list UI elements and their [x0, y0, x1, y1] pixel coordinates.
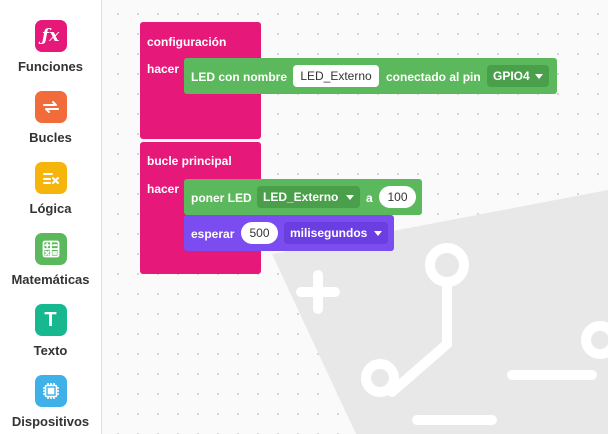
wait-prefix: esperar [191, 227, 235, 241]
loop-icon [34, 91, 67, 123]
wait-amount-input[interactable]: 500 [241, 222, 278, 244]
calculator-icon [34, 233, 67, 265]
function-icon: ƒx [34, 20, 67, 52]
time-unit-dropdown[interactable]: milisegundos [284, 222, 388, 244]
pin-dropdown[interactable]: GPIO4 [487, 65, 549, 87]
led-declare-prefix: LED con nombre [191, 70, 288, 84]
led-select-value: LED_Externo [263, 190, 339, 204]
block-workspace[interactable]: configuración hacer LED con nombre LED_E… [102, 0, 608, 434]
led-name-field[interactable]: LED_Externo [293, 65, 379, 87]
chevron-down-icon [374, 231, 382, 236]
category-label: Lógica [29, 201, 72, 216]
category-matematicas[interactable]: Matemáticas [0, 233, 101, 287]
category-label: Texto [33, 343, 68, 358]
category-label: Funciones [17, 59, 83, 74]
setup-do-label: hacer [147, 62, 180, 76]
loop-do-label: hacer [147, 182, 180, 196]
chevron-down-icon [535, 74, 543, 79]
chevron-down-icon [346, 195, 354, 200]
setup-block-title: configuración [147, 35, 227, 49]
pin-dropdown-value: GPIO4 [493, 69, 530, 83]
set-led-prefix: poner LED [191, 191, 252, 205]
led-declare-middle: conectado al pin [386, 70, 481, 84]
led-level-input[interactable]: 100 [379, 186, 416, 208]
category-dispositivos[interactable]: Dispositivos [0, 375, 101, 429]
category-sidebar: ƒx Funciones Bucles Lógica Matemáticas T… [0, 0, 102, 434]
category-texto[interactable]: T Texto [0, 304, 101, 358]
loop-block-title: bucle principal [147, 154, 232, 168]
category-label: Bucles [29, 130, 72, 145]
circuit-watermark-icon [272, 190, 608, 434]
time-unit-value: milisegundos [290, 226, 368, 240]
device-icon [34, 375, 67, 407]
category-label: Dispositivos [11, 414, 90, 429]
set-led-middle: a [366, 191, 373, 205]
category-bucles[interactable]: Bucles [0, 91, 101, 145]
logic-icon [34, 162, 67, 194]
category-label: Matemáticas [11, 272, 90, 287]
category-logica[interactable]: Lógica [0, 162, 101, 216]
category-funciones[interactable]: ƒx Funciones [0, 20, 101, 74]
text-icon: T [34, 304, 67, 336]
led-select-dropdown[interactable]: LED_Externo [257, 186, 360, 208]
